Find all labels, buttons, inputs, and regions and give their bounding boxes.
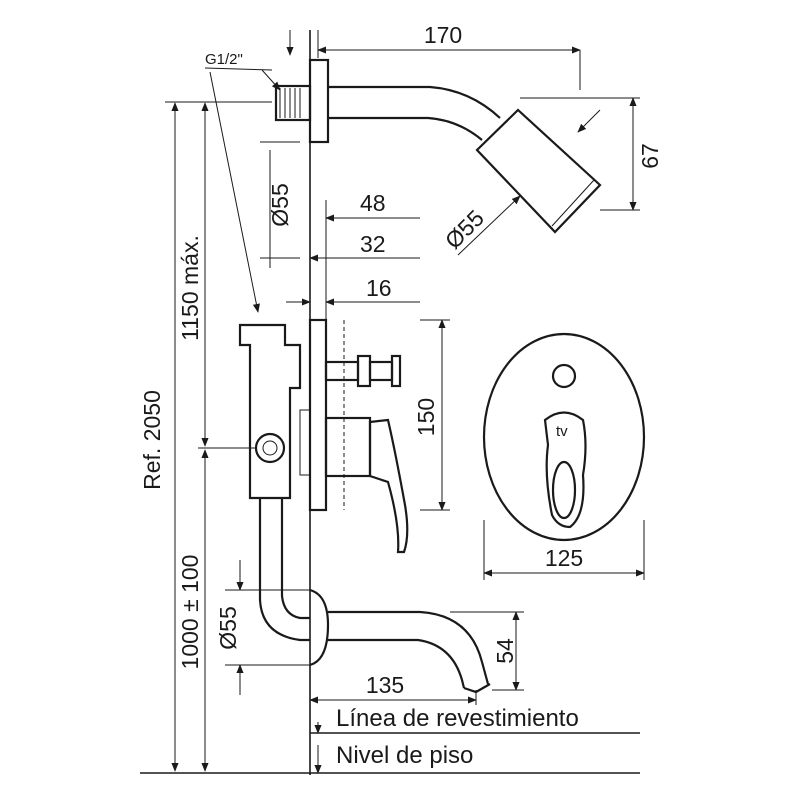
dim-1000-100: 1000 ± 100 (177, 555, 203, 670)
front-plate (482, 332, 646, 542)
brand-mark: tv (556, 423, 568, 440)
cartridge-housing (324, 416, 372, 478)
lever-front (543, 411, 587, 529)
dim-54: 54 (492, 638, 518, 664)
dim-135: 135 (366, 672, 404, 698)
dim-125: 125 (545, 545, 583, 571)
lever-handle (368, 418, 409, 554)
dim-150: 150 (413, 398, 439, 436)
wall-plate-front (308, 318, 328, 512)
front-plate-view: tv (482, 332, 646, 542)
dim-67: 67 (637, 143, 663, 169)
caption-wall-line: Línea de revestimiento (336, 705, 579, 732)
dim-170: 170 (424, 22, 462, 48)
valve-body (238, 323, 302, 500)
wall-flange-top (308, 58, 330, 144)
dim-ref-2050: Ref. 2050 (139, 390, 165, 490)
wall-plate-back (299, 409, 311, 476)
caption-floor-line: Nivel de piso (336, 742, 473, 769)
diverter-knob (356, 354, 372, 388)
spout-flange (309, 588, 330, 667)
outlet-connector (254, 432, 286, 464)
dim-32: 32 (360, 231, 386, 257)
dim-diameter-wall: Ø55 (267, 183, 293, 226)
mixer-body (238, 318, 409, 554)
dim-16: 16 (366, 275, 392, 301)
dim-1150-max: 1150 máx. (177, 235, 203, 341)
dim-diameter-head: Ø55 (440, 205, 489, 254)
diverter-stem (324, 360, 360, 382)
thread-connector (274, 84, 312, 122)
dim-48: 48 (360, 190, 386, 216)
spout-assembly (258, 498, 491, 694)
diverter-button-front (551, 363, 577, 389)
dim-diameter-spout: Ø55 (215, 606, 241, 649)
down-pipe (258, 498, 310, 642)
thread-label: G1/2" (205, 51, 243, 68)
spout (328, 610, 490, 685)
shower-arm (328, 85, 501, 119)
shower-arm-assembly (274, 58, 602, 234)
